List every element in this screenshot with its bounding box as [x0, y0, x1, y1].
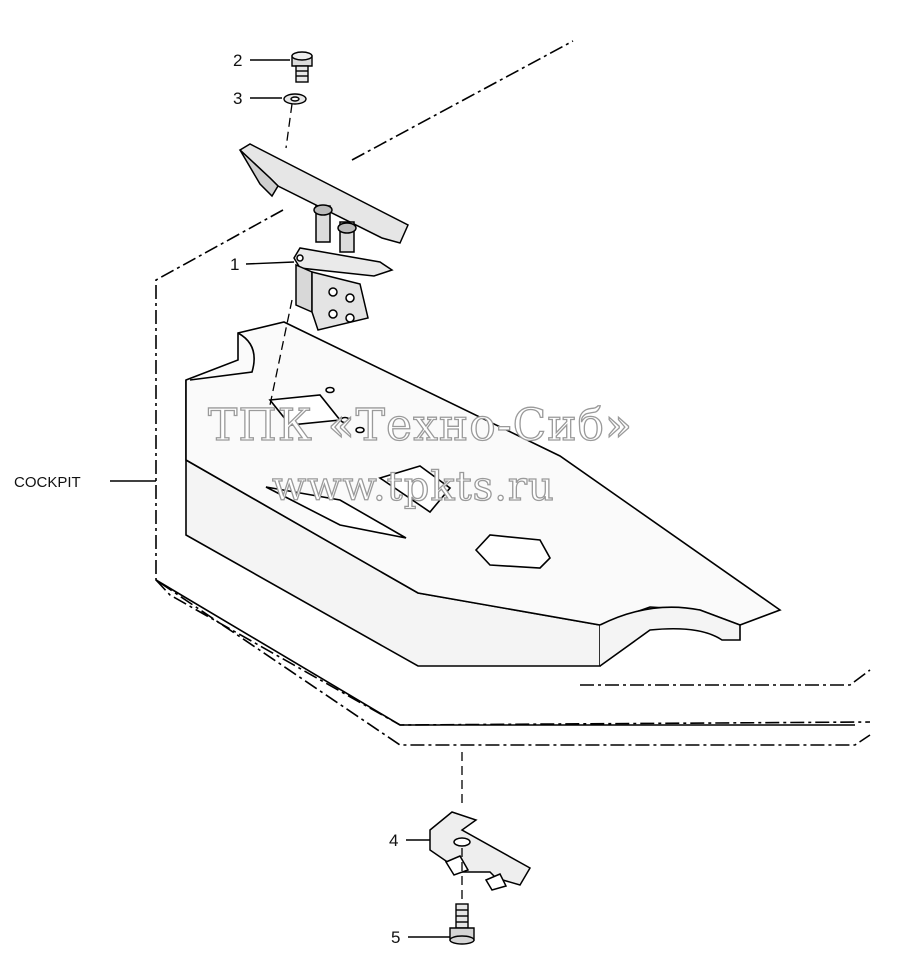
watermark-line2: www.tpkts.ru	[272, 464, 555, 510]
callout-labels: 2 3 1 4 5 COCKPIT	[14, 51, 400, 947]
callout-2: 2	[233, 51, 242, 70]
watermark-line1: ТПК «Техно-Сиб»	[208, 400, 633, 451]
watermark: ТПК «Техно-Сиб» www.tpkts.ru	[207, 399, 633, 510]
cockpit-floor-outline	[155, 40, 871, 746]
cockpit-label: COCKPIT	[14, 474, 81, 491]
callout-4: 4	[389, 831, 398, 850]
console-panel	[155, 321, 855, 726]
leader-lines	[110, 59, 450, 938]
assembly-lines	[269, 103, 463, 900]
callout-5: 5	[391, 928, 400, 947]
part-4-bracket	[429, 811, 532, 891]
part-5-screw	[449, 903, 475, 945]
part-3-washer	[283, 93, 307, 105]
part-1-switch-assembly	[238, 143, 409, 331]
callout-3: 3	[233, 89, 242, 108]
callout-1: 1	[230, 255, 239, 274]
part-2-bolt	[291, 51, 313, 83]
